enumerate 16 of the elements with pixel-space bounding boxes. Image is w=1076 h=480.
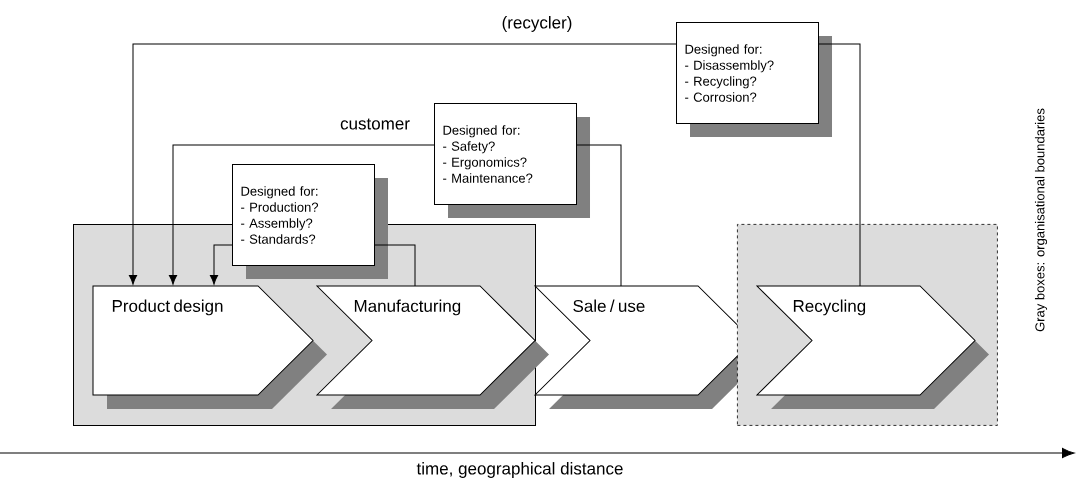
connector-line — [576, 144, 622, 287]
arrow — [168, 144, 435, 285]
edge-label: (recycler) — [500, 15, 574, 33]
axis-label: time, geographical distance — [416, 462, 623, 478]
callout-box: Designed for: - Production? - Assembly? - Standards? — [232, 164, 388, 279]
note-text: Gray boxes: organisational boundaries — [1034, 108, 1048, 332]
callout-box: Designed for: - Disassembly? - Recycling? - Corrosion? — [676, 22, 832, 137]
process-step-box: Recycling — [756, 285, 989, 409]
callout-box: Designed for: - Safety? - Ergonomics? - Maintenance? — [434, 103, 590, 218]
process-step-box: Product design — [92, 285, 327, 409]
arrow — [128, 43, 677, 285]
connector-line — [818, 43, 861, 287]
arrow — [209, 244, 233, 285]
connector-line — [374, 244, 416, 287]
process-step-box: Manufacturing — [316, 285, 549, 409]
edge-label: customer — [339, 117, 411, 131]
